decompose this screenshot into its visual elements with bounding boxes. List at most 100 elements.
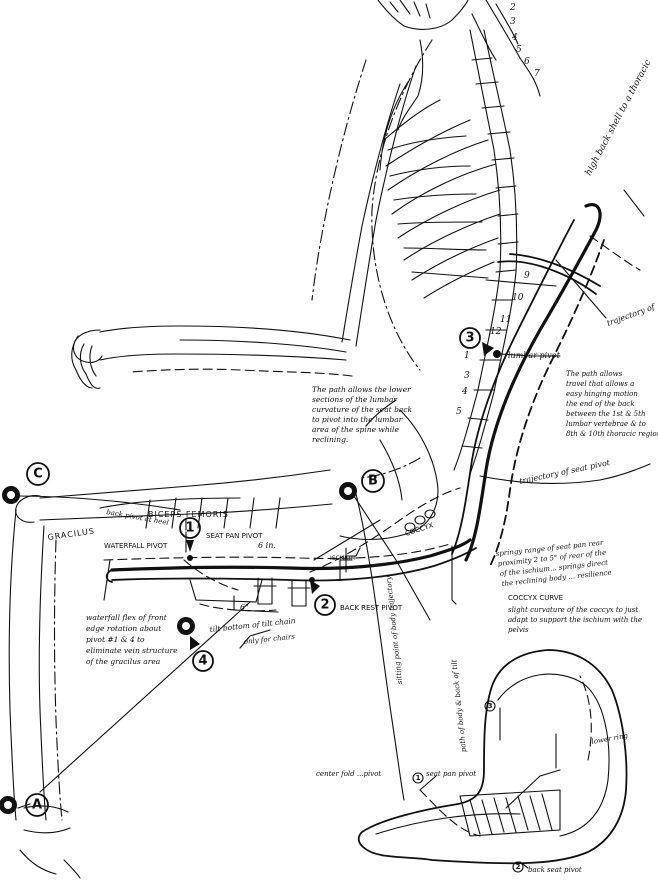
inset-marker-2-label: 2: [516, 863, 521, 871]
annotation-line: pivot #1 & 4 to: [86, 635, 145, 644]
annotation-line: The path allows the lower: [312, 385, 411, 394]
annotations: high back shell to a thoracic lumbar piv…: [47, 58, 658, 874]
annotation-dimension-6b: 6": [240, 603, 249, 612]
annotation-line: to pivot into the lumbar: [312, 415, 403, 424]
inset-marker-2: [512, 861, 524, 873]
annotation-line: pelvis: [508, 626, 529, 634]
annotation-springy: springy range of seat pan rear proximity…: [495, 539, 612, 588]
annotation-ischium: ISCHIUM: [330, 555, 356, 562]
vertebra-number: 3: [464, 371, 470, 381]
chair-shell: [103, 203, 605, 612]
marker-1-circle: [179, 517, 201, 539]
annotation-line: adapt to support the ischium with the: [508, 616, 642, 624]
marker-3-circle: [459, 327, 481, 349]
annotation-line: eliminate vein structure: [86, 646, 178, 655]
annotation-lumbar-note: The path allows travel that allows a eas…: [566, 370, 658, 438]
vertebra-number: 4: [461, 387, 468, 397]
annotation-path-allows: The path allows the lower sections of th…: [312, 385, 413, 444]
pivot-a-center: [4, 801, 12, 809]
vertebra-number: 6: [524, 57, 530, 67]
annotation-only-for-chairs: only for chairs: [243, 633, 295, 646]
pivot-4-center: [182, 622, 190, 630]
annotation-back-seat-pivot: back seat pivot: [528, 866, 582, 874]
annotation-center-fold: center fold ...pivot: [316, 770, 381, 778]
annotation-lower-ring: lower ring: [591, 732, 629, 746]
annotation-tilt-bottom: tilt bottom of tilt chain: [209, 616, 296, 634]
annotation-trajectory-right: trajectory of ...: [606, 299, 658, 328]
annotation-back-rest-pivot: BACK REST PIVOT: [340, 604, 403, 612]
annotation-line: curvature of the seat back: [312, 405, 413, 414]
lower-leg: [8, 509, 81, 879]
inset-marker-3: [484, 700, 496, 712]
annotation-seat-pan-pivot: SEAT PAN PIVOT: [206, 532, 263, 540]
vertebra-number: 9: [524, 271, 530, 281]
pivot-2-dot: [309, 577, 315, 583]
annotation-line: lumbar vertebrae & to: [566, 420, 646, 428]
vertebra-number: 5: [456, 407, 462, 417]
annotation-line: 8th & 10th thoracic region: [566, 430, 658, 438]
arrow-down-icon: [186, 540, 194, 552]
annotation-seat-body-trajectory: sitting point of body trajectory: [385, 575, 404, 685]
vertebra-number: 11: [500, 315, 511, 325]
skeleton-head-neck: [377, 0, 541, 131]
annotation-dynamics: path of body & back of tilt: [450, 659, 468, 753]
annotation-line: easy hinging motion: [566, 390, 638, 398]
annotation-line: edge rotation about: [86, 624, 162, 633]
inset-chair-sketch: [357, 649, 628, 865]
vertebra-number: 5: [516, 45, 522, 55]
arrow-icon: [482, 342, 494, 356]
marker-2-circle: [314, 594, 336, 616]
marker-4-circle: [192, 650, 214, 672]
annotation-line: area of the spine while: [312, 425, 399, 434]
arrow-icon: [190, 636, 200, 650]
vertebra-number: 1: [464, 351, 470, 361]
pivot-c-center: [7, 491, 15, 499]
annotation-line: slight curvature of the coccyx to just: [508, 606, 638, 614]
vertebra-number: 7: [534, 69, 540, 79]
vertebra-number: 4: [511, 33, 518, 43]
arm-skeleton: [71, 59, 417, 389]
annotation-trajectory-seat: trajectory of seat pivot: [519, 458, 612, 486]
inset-marker-1: [412, 772, 424, 784]
pivot-3-dot: [493, 350, 501, 358]
vertebra-number: 3: [510, 17, 516, 27]
pivot-b-center: [344, 487, 352, 495]
annotation-line: of the gracilus area: [86, 657, 160, 666]
pelvis-femur: [15, 399, 439, 540]
annotation-waterfall-pivot: WATERFALL PIVOT: [104, 542, 168, 550]
arrow-icon: [310, 580, 320, 594]
marker-b-label: B: [368, 474, 378, 489]
marker-b-circle: [361, 469, 385, 493]
spine: [453, 29, 519, 475]
vertebra-number: 10: [512, 293, 524, 303]
annotation-dimension-6: 6 in.: [258, 541, 276, 550]
vertebra-number: 12: [490, 327, 502, 337]
rib-cage: [371, 39, 501, 371]
annotation-lumbar-pivot: lumbar pivot: [508, 351, 561, 360]
annotation-line: sections of the lumbar: [312, 395, 397, 404]
annotation-coccyx-curve: COCCYX CURVE: [508, 594, 563, 602]
inset-marker-1-label: 1: [416, 774, 421, 782]
annotation-line: between the 1st & 5th: [566, 410, 645, 418]
annotation-line: The path allows: [566, 370, 623, 378]
annotation-waterfall-note: waterfall flex of front edge rotation ab…: [86, 613, 178, 666]
annotation-biceps: BICEPS FEMORIS: [148, 510, 229, 519]
annotation-seat-pan-pivot-2: seat pan pivot: [426, 770, 476, 778]
annotation-gracilus: GRACILUS: [47, 526, 95, 542]
marker-1-label: 1: [185, 521, 194, 536]
vertebra-number: 2: [509, 3, 516, 13]
annotation-line: the end of the back: [566, 400, 635, 408]
marker-3-label: 3: [465, 331, 474, 346]
marker-c-circle: [26, 462, 50, 486]
marker-a-circle: [25, 793, 49, 817]
marker-a-label: A: [32, 798, 42, 813]
annotation-coccyx-note: slight curvature of the coccyx to just a…: [508, 606, 642, 634]
inset-marker-3-label: 3: [488, 702, 493, 710]
annotation-high-back: high back shell to a thoracic: [584, 58, 654, 177]
annotation-line: reclining.: [312, 435, 348, 444]
marker-2-label: 2: [320, 598, 329, 613]
marker-4-label: 4: [198, 654, 207, 669]
marker-c-label: C: [33, 467, 43, 482]
annotation-line: travel that allows a: [566, 380, 634, 388]
